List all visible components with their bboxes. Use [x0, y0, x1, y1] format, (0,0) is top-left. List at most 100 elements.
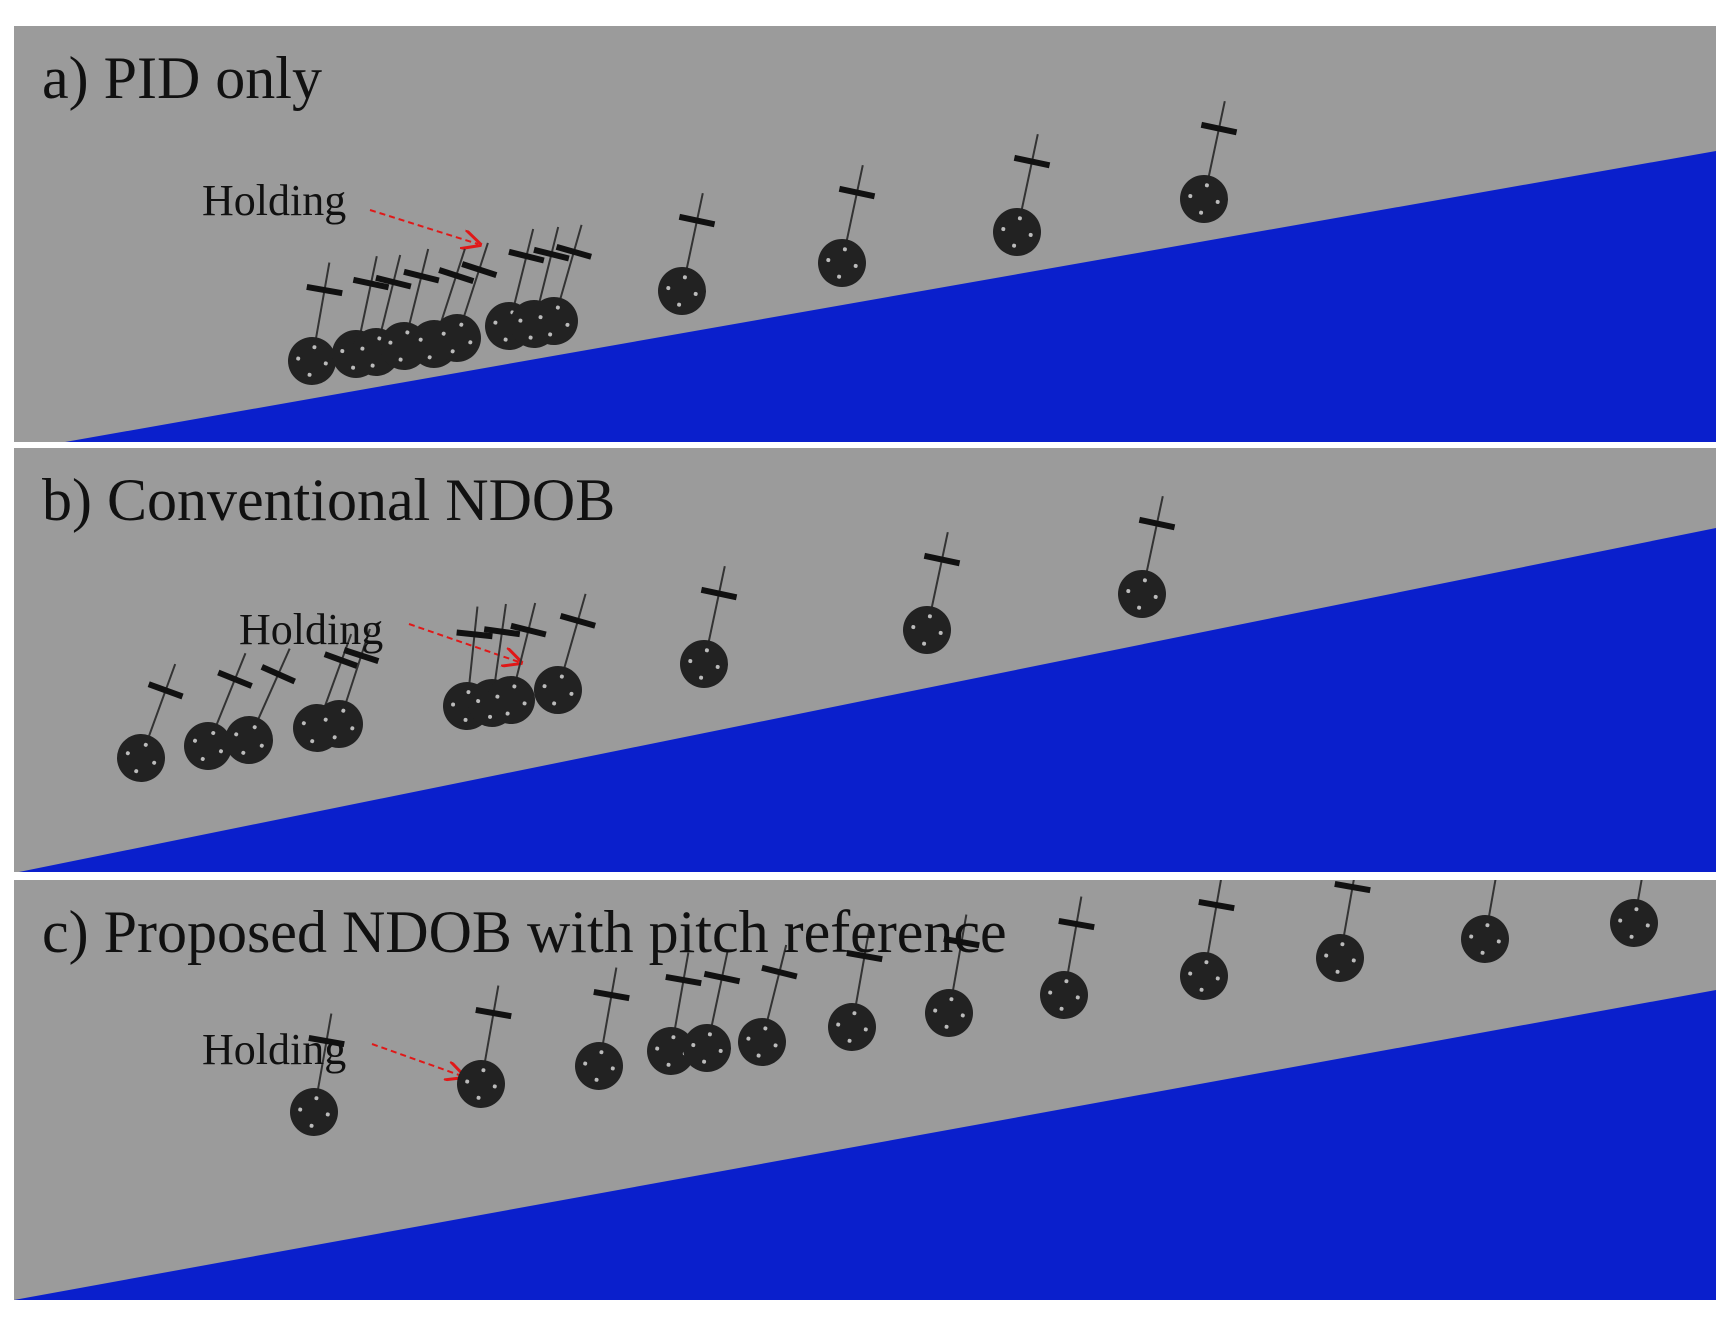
robot-bolt — [465, 1079, 470, 1084]
robot-bolt — [1335, 969, 1340, 974]
robot-bolt — [583, 1061, 588, 1066]
robot-bolt — [1188, 194, 1193, 199]
robot-bolt — [505, 711, 510, 716]
robot-bolt — [1496, 939, 1501, 944]
panel-c-robot — [575, 967, 630, 1090]
robot-bolt — [218, 749, 223, 754]
robot-bolt — [1001, 227, 1006, 232]
robot-bolt — [466, 690, 471, 695]
robot-bolt — [756, 1053, 761, 1058]
robot-bolt — [134, 769, 139, 774]
robot-crossbar — [1058, 918, 1095, 931]
robot-bolt — [388, 340, 393, 345]
panel-c-robot — [647, 952, 702, 1075]
robot-crossbar — [1200, 121, 1238, 136]
robot-bolt — [332, 735, 337, 740]
robot-bolt — [1126, 589, 1131, 594]
robot-crossbar — [343, 647, 380, 664]
panel-c-robot — [1461, 880, 1509, 963]
panel-a-holding-arrow — [369, 209, 478, 244]
robot-bolt — [307, 372, 312, 377]
robot-crossbar — [403, 268, 440, 284]
robot-bolt — [1340, 942, 1345, 947]
robot-bolt — [704, 648, 709, 653]
robot-bolt — [699, 675, 704, 680]
robot-bolt — [1204, 183, 1209, 188]
robot-crossbar — [533, 246, 570, 262]
robot-wheel — [1461, 915, 1509, 963]
robot-bolt — [569, 691, 574, 696]
robot-crossbar — [593, 989, 630, 1002]
robot-wheel — [818, 239, 866, 287]
robot-bolt — [671, 1035, 676, 1040]
panel-b: b) Conventional NDOB Holding — [14, 448, 1716, 872]
robot-wheel — [1180, 175, 1228, 223]
robot-bolt — [418, 337, 423, 342]
robot-bolt — [125, 751, 130, 756]
robot-bolt — [763, 1026, 768, 1031]
robot-crossbar — [1198, 899, 1235, 912]
robot-bolt — [1480, 950, 1485, 955]
robot-crossbar — [678, 213, 716, 228]
robot-wheel — [828, 1003, 876, 1051]
robot-wheel — [530, 297, 578, 345]
robot-bolt — [594, 1077, 599, 1082]
robot-bolt — [405, 330, 410, 335]
robot-bolt — [610, 1066, 615, 1071]
panel-a-robot — [288, 262, 343, 385]
robot-crossbar — [1013, 154, 1051, 169]
robot-bolt — [377, 336, 382, 341]
panel-c-robot — [925, 914, 980, 1037]
robot-bolt — [927, 614, 932, 619]
robot-bolt — [1324, 953, 1329, 958]
robot-wheel — [575, 1042, 623, 1090]
robot-bolt — [555, 305, 560, 310]
panel-a-robot — [1180, 100, 1238, 223]
robot-bolt — [655, 1046, 660, 1051]
robot-bolt — [666, 1062, 671, 1067]
panel-b-holding-label: Holding — [239, 605, 384, 654]
robot-bolt — [259, 743, 264, 748]
robot-bolt — [842, 247, 847, 252]
robot-wheel — [184, 722, 232, 770]
robot-wheel — [683, 1024, 731, 1072]
robot-bolt — [922, 641, 927, 646]
panel-c-robot — [1040, 896, 1095, 1019]
robot-crossbar — [555, 243, 592, 260]
panel-b-robot — [903, 531, 961, 654]
robot-bolt — [538, 315, 543, 320]
robot-wheel — [1040, 971, 1088, 1019]
robot-bolt — [1629, 934, 1634, 939]
robot-bolt — [495, 694, 500, 699]
robot-bolt — [503, 337, 508, 342]
robot-bolt — [1645, 923, 1650, 928]
robot-bolt — [309, 1123, 314, 1128]
robot-bolt — [351, 365, 356, 370]
robot-crossbar — [456, 629, 493, 640]
robot-bolt — [1059, 1006, 1064, 1011]
robot-bolt — [476, 699, 481, 704]
robot-crossbar — [700, 586, 738, 601]
panel-a-title: a) PID only — [42, 45, 322, 111]
robot-wheel — [1118, 570, 1166, 618]
robot-wheel — [647, 1027, 695, 1075]
robot-bolt — [427, 355, 432, 360]
robot-crossbar — [703, 970, 741, 985]
robot-bolt — [341, 708, 346, 713]
robot-bolt — [1199, 210, 1204, 215]
robot-bolt — [938, 630, 943, 635]
panel-a-robot — [530, 224, 592, 345]
panel-c-scene — [14, 880, 1716, 1300]
panel-b-robot — [315, 628, 380, 748]
panel-b-robot — [680, 565, 738, 688]
robot-bolt — [542, 684, 547, 689]
robot-bolt — [323, 361, 328, 366]
robot-crossbar — [838, 185, 876, 200]
robot-wheel — [225, 716, 273, 764]
robot-bolt — [301, 721, 306, 726]
robot-wheel — [925, 989, 973, 1037]
robot-bolt — [944, 1024, 949, 1029]
robot-bolt — [666, 286, 671, 291]
robot-crossbar — [147, 681, 184, 700]
robot-crossbar — [217, 669, 253, 689]
